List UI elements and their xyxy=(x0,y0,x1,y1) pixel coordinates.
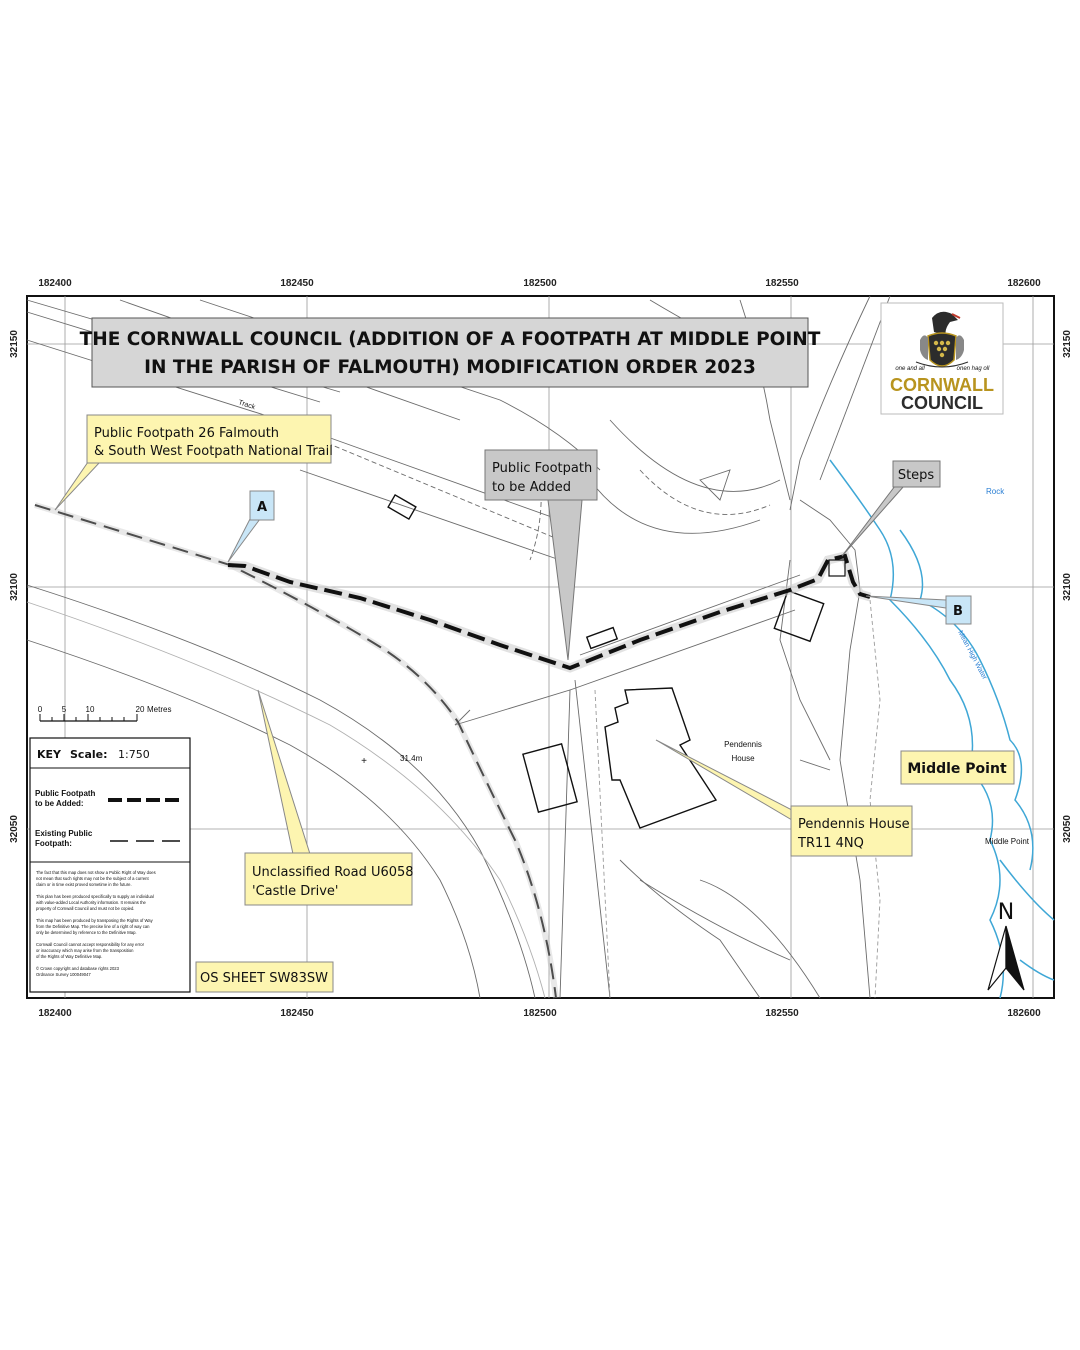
northing-labels-left: 32150 32100 32050 xyxy=(9,330,20,843)
disclaimer-line: or inaccuracy which may arise from the t… xyxy=(36,948,134,953)
outbuilding xyxy=(522,742,578,814)
easting-label: 182450 xyxy=(280,278,314,289)
easting-label: 182550 xyxy=(765,278,799,289)
steps-label: Steps xyxy=(898,468,935,483)
title-banner: THE CORNWALL COUNCIL (ADDITION OF A FOOT… xyxy=(80,317,821,388)
callout-point-b: B xyxy=(865,595,972,625)
key-item2-line2: Footpath: xyxy=(35,839,72,848)
easting-label: 182400 xyxy=(38,278,72,289)
disclaimer-line: of the Rights of Way Definitive Map. xyxy=(36,954,102,959)
outbuilding xyxy=(585,626,619,650)
pendennis-map-label-1: Pendennis xyxy=(724,740,762,749)
scale-tick-label: 5 xyxy=(62,705,67,714)
existing-footpath xyxy=(34,502,559,999)
easting-label: 182600 xyxy=(1007,1008,1041,1019)
callout-steps: Steps xyxy=(841,460,941,557)
callout-existing-line-1: Public Footpath 26 Falmouth xyxy=(94,426,279,441)
rock-label: Rock xyxy=(986,487,1005,496)
disclaimer-line: property of Cornwall Council and must no… xyxy=(36,906,134,911)
easting-label: 182500 xyxy=(523,1008,557,1019)
disclaimer-line: not mean that such rights may not be the… xyxy=(36,876,149,881)
logo-line-1: CORNWALL xyxy=(890,375,994,395)
callout-new-line-2: to be Added xyxy=(492,480,571,495)
pendennis-house-outline xyxy=(604,687,718,829)
disclaimer-line: Ordnance Survey 100049047 xyxy=(36,972,91,977)
footpath-to-be-added xyxy=(227,550,872,673)
os-sheet-label: OS SHEET SW83SW xyxy=(200,971,328,986)
northing-label: 32050 xyxy=(9,815,20,843)
callout-new-line-1: Public Footpath xyxy=(492,461,592,476)
outbuilding xyxy=(773,589,825,643)
pendennis-callout-line-2: TR11 4NQ xyxy=(797,836,864,851)
easting-label: 182400 xyxy=(38,1008,72,1019)
pendennis-callout-line-1: Pendennis House xyxy=(798,817,910,832)
northing-label: 32050 xyxy=(1062,815,1073,843)
title-line-1: THE CORNWALL COUNCIL (ADDITION OF A FOOT… xyxy=(80,329,821,350)
title-line-2: IN THE PARISH OF FALMOUTH) MODIFICATION … xyxy=(144,357,756,378)
disclaimer-line: from the Definitive Map. The precise lin… xyxy=(36,924,150,929)
key-title: KEY xyxy=(37,748,62,761)
callout-existing-footpath: Public Footpath 26 Falmouth & South West… xyxy=(54,414,333,511)
spot-height-label: 31.4m xyxy=(400,754,423,763)
key-panel: KEY Scale: 1:750 Public Footpath to be A… xyxy=(29,737,191,993)
disclaimer-line: only be determined by reference to the D… xyxy=(36,930,137,935)
callout-middle-point: Middle Point xyxy=(900,750,1015,785)
scale-unit-label: Metres xyxy=(147,705,171,714)
north-arrow-icon: N xyxy=(987,900,1025,991)
key-item1-line2: to be Added: xyxy=(35,799,84,808)
outbuilding xyxy=(387,493,417,521)
northing-label: 32100 xyxy=(1062,573,1073,601)
callout-road: Unclassified Road U6058 'Castle Drive' xyxy=(244,689,414,906)
northing-label: 32100 xyxy=(9,573,20,601)
northing-label: 32150 xyxy=(1062,330,1073,358)
middle-point-label: Middle Point xyxy=(907,761,1007,777)
key-disclaimer: The fact that this map does not show a P… xyxy=(36,870,156,977)
callout-point-a: A xyxy=(227,490,275,563)
chough-crest-icon xyxy=(915,311,969,368)
middle-point-map-label: Middle Point xyxy=(985,837,1030,846)
steps-marker xyxy=(828,559,846,577)
point-b-label: B xyxy=(953,604,963,619)
road-callout-line-2: 'Castle Drive' xyxy=(252,884,338,899)
northing-label: 32150 xyxy=(9,330,20,358)
buildings xyxy=(387,493,825,829)
key-scale-value: 1:750 xyxy=(118,748,150,761)
scale-tick-label: 10 xyxy=(86,705,95,714)
callout-existing-line-2: & South West Footpath National Trail xyxy=(94,444,333,459)
logo-motto-right: onen hag oll xyxy=(957,366,990,372)
point-a-label: A xyxy=(257,500,267,515)
disclaimer-line: This plan has been produced specifically… xyxy=(36,894,154,899)
key-scale-label: Scale: xyxy=(70,748,108,761)
disclaimer-line: The fact that this map does not show a P… xyxy=(36,870,156,875)
northing-labels-right: 32150 32100 32050 xyxy=(1062,330,1073,843)
coastline xyxy=(829,459,1055,999)
easting-label: 182450 xyxy=(280,1008,314,1019)
easting-label: 182500 xyxy=(523,278,557,289)
callout-pendennis-house: Pendennis House TR11 4NQ xyxy=(655,739,913,857)
key-item1-line1: Public Footpath xyxy=(35,789,96,798)
road-callout-line-1: Unclassified Road U6058 xyxy=(252,865,414,880)
key-item2-line1: Existing Public xyxy=(35,829,93,838)
disclaimer-line: claim or in time exist proved sometime i… xyxy=(36,882,132,887)
logo-motto-left: one and all xyxy=(895,366,925,372)
easting-labels-bottom: 182400 182450 182500 182550 182600 xyxy=(38,1008,1041,1019)
easting-labels-top: 182400 182450 182500 182550 182600 xyxy=(38,278,1041,289)
cornwall-council-logo: one and all onen hag oll CORNWALL COUNCI… xyxy=(880,302,1004,415)
scale-bar: 0 5 10 20 Metres xyxy=(38,705,171,722)
disclaimer-line: Cornwall Council cannot accept responsib… xyxy=(36,942,145,947)
disclaimer-line: with value-added Local Authority informa… xyxy=(36,900,147,905)
pendennis-map-label-2: House xyxy=(731,754,755,763)
disclaimer-line: © Crown copyright and database rights 20… xyxy=(36,966,120,971)
scale-tick-label: 20 xyxy=(136,705,145,714)
logo-line-2: COUNCIL xyxy=(901,393,983,413)
callout-os-sheet: OS SHEET SW83SW xyxy=(195,961,334,993)
scale-tick-label: 0 xyxy=(38,705,43,714)
disclaimer-line: This map has been produced by transposin… xyxy=(36,918,154,923)
easting-label: 182600 xyxy=(1007,278,1041,289)
north-label: N xyxy=(998,900,1014,925)
spot-height-marker: + xyxy=(361,756,367,767)
easting-label: 182550 xyxy=(765,1008,799,1019)
callout-new-footpath: Public Footpath to be Added xyxy=(484,449,598,661)
